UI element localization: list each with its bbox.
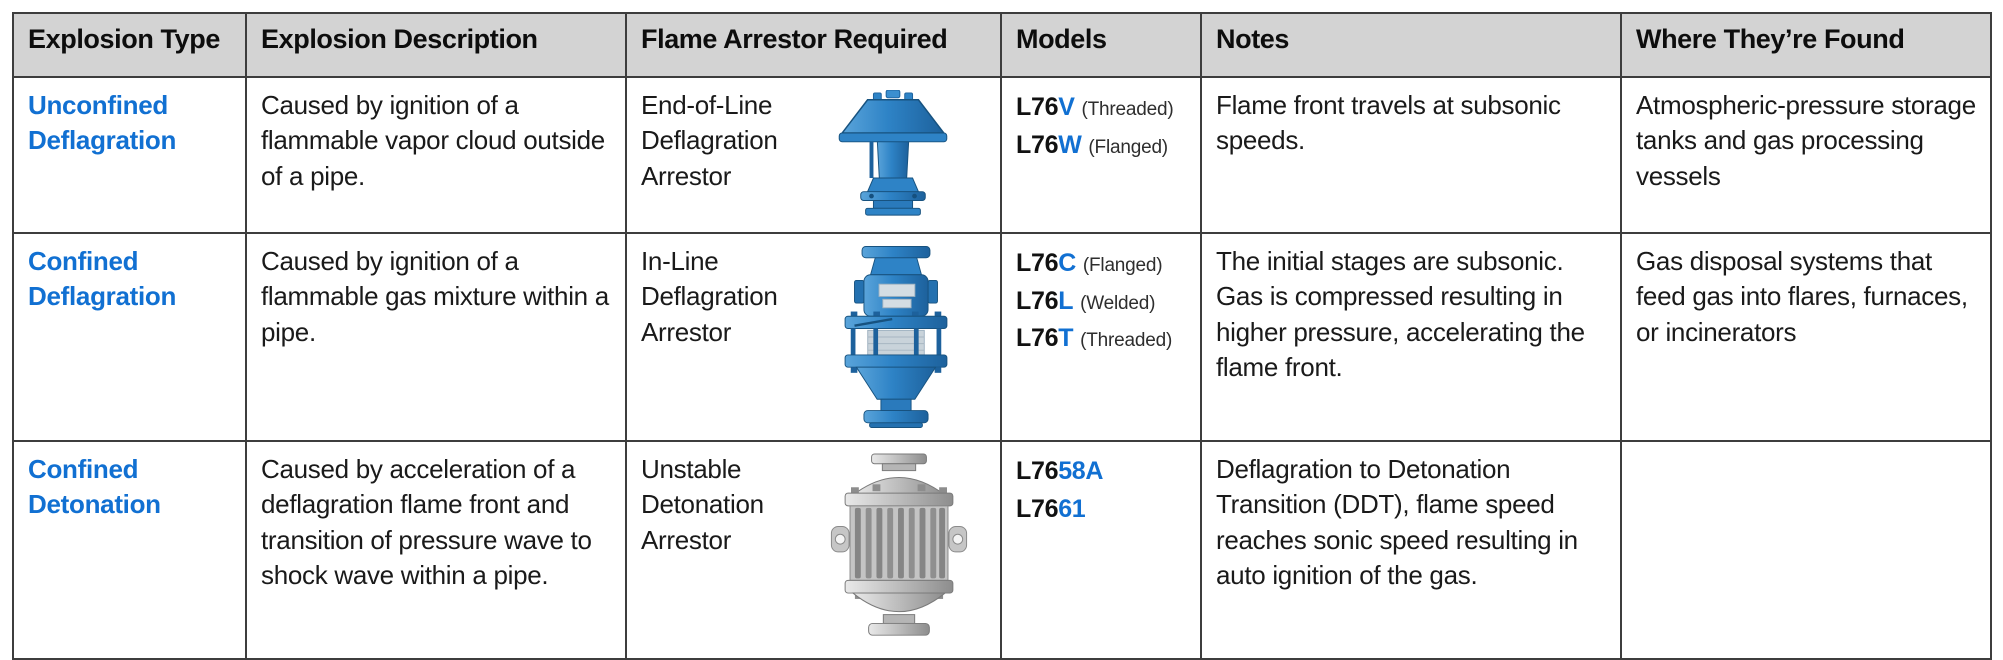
header-where-found: Where They’re Found: [1620, 12, 1992, 78]
header-row: Explosion Type Explosion Description Fla…: [12, 12, 1992, 78]
models-cell: L76V (Threaded) L76W (Flanged): [1000, 76, 1202, 234]
table-row-unconfined-deflagration: Unconfined Deflagration Caused by igniti…: [12, 76, 1992, 234]
flame-arrestor-cell: End-of-Line Deflagration Arrestor: [625, 76, 1002, 234]
models-cell: L76C (Flanged) L76L (Welded) L76T (Threa…: [1000, 232, 1202, 442]
arrestor-name: Unstable Detonation Arrestor: [641, 454, 764, 555]
notes-cell: Flame front travels at subsonic speeds.: [1200, 76, 1622, 234]
where-found-cell: Gas disposal systems that feed gas into …: [1620, 232, 1992, 442]
model-number: L76L (Welded): [1016, 286, 1156, 315]
model-number: L76C (Flanged): [1016, 249, 1163, 277]
where-found-cell: Atmospheric-pressure storage tanks and g…: [1620, 76, 1992, 234]
table-row-confined-detonation: Confined Detonation Caused by accelerati…: [12, 440, 1992, 660]
explosion-description: Caused by ignition of a flammable gas mi…: [245, 232, 627, 442]
notes-cell: The initial stages are subsonic. Gas is …: [1200, 232, 1622, 442]
flame-arrestor-cell: In-Line Deflagration Arrestor: [625, 232, 1002, 442]
in-line-deflagration-arrestor-photo: [844, 246, 948, 428]
where-found-cell: [1620, 440, 1992, 660]
arrestor-name: End-of-Line Deflagration Arrestor: [641, 90, 778, 191]
table-row-confined-deflagration: Confined Deflagration Caused by ignition…: [12, 232, 1992, 442]
models-cell: L7658A L7661: [1000, 440, 1202, 660]
explosion-description: Caused by acceleration of a deflagration…: [245, 440, 627, 660]
model-number: L76T (Threaded): [1016, 324, 1173, 352]
header-notes: Notes: [1200, 12, 1622, 78]
header-explosion-type: Explosion Type: [12, 12, 247, 78]
explosion-type: Confined Detonation: [12, 440, 247, 660]
notes-cell: Deflagration to Detonation Transition (D…: [1200, 440, 1622, 660]
header-models: Models: [1000, 12, 1202, 78]
model-number: L7661: [1016, 494, 1086, 523]
header-explosion-description: Explosion Description: [245, 12, 627, 78]
header-flame-arrestor-required: Flame Arrestor Required: [625, 12, 1002, 78]
explosion-type: Unconfined Deflagration: [12, 76, 247, 234]
model-number: L7658A: [1016, 457, 1104, 485]
flame-arrestor-table: Explosion Type Explosion Description Fla…: [12, 12, 1992, 660]
explosion-type: Confined Deflagration: [12, 232, 247, 442]
explosion-description: Caused by ignition of a flammable vapor …: [245, 76, 627, 234]
end-of-line-deflagration-arrestor-photo: [838, 90, 948, 216]
flame-arrestor-cell: Unstable Detonation Arrestor: [625, 440, 1002, 660]
arrestor-name: In-Line Deflagration Arrestor: [641, 246, 778, 347]
unstable-detonation-arrestor-photo: [830, 453, 968, 636]
model-number: L76V (Threaded): [1016, 93, 1174, 121]
model-number: L76W (Flanged): [1016, 130, 1168, 159]
